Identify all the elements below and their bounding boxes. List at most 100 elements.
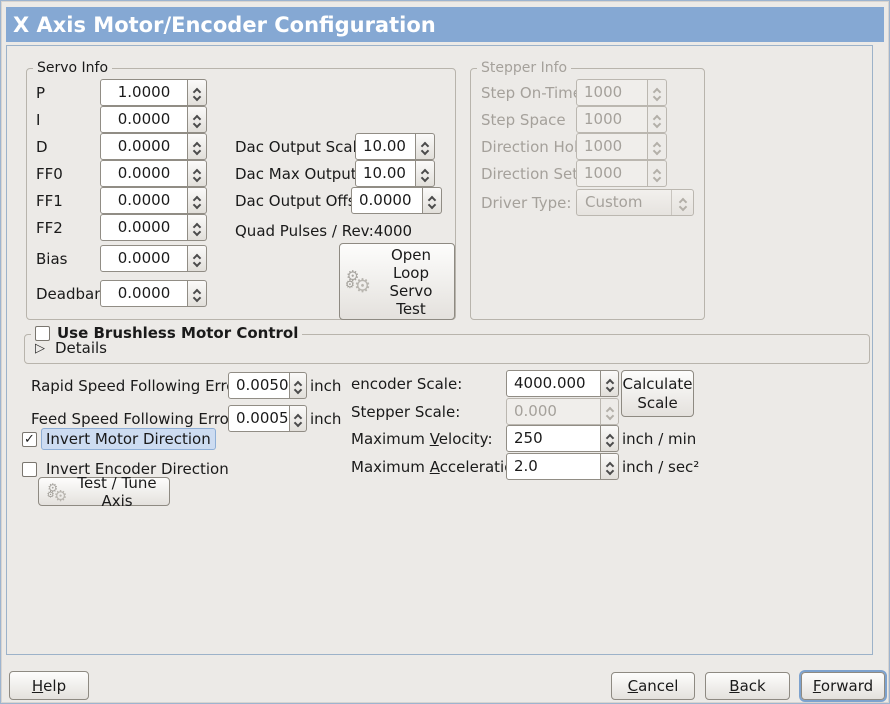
driver-type-label: Driver Type: <box>481 193 572 212</box>
step-space-label: Step Space <box>481 110 566 129</box>
feed-following-error-input[interactable]: 0.0005 <box>228 405 290 432</box>
feed-following-error-label: Feed Speed Following Error: <box>31 409 240 428</box>
calculate-scale-label: Calculate Scale <box>622 374 693 412</box>
i-input[interactable]: 0.0000 <box>100 106 188 133</box>
step-on-time-spin-buttons <box>648 79 667 106</box>
open-loop-servo-test-button[interactable]: ⚙ ⚙ ⚙ Open Loop Servo Test <box>339 243 455 320</box>
brushless-frame: Use Brushless Motor Control ▷ Details <box>24 325 870 364</box>
invert-encoder-direction-checkbox[interactable] <box>22 461 37 477</box>
stepper-scale-spin-buttons <box>601 398 619 425</box>
details-label: Details <box>55 339 108 357</box>
d-input[interactable]: 0.0000 <box>100 133 188 160</box>
details-expander[interactable]: ▷ Details <box>35 339 107 357</box>
dac-scale-spin-buttons[interactable] <box>416 133 435 160</box>
quad-pulses-value: 4000 <box>373 221 413 240</box>
direction-setup-spin-buttons <box>648 160 667 187</box>
i-label: I <box>36 110 41 129</box>
open-loop-servo-test-label: Open Loop Servo Test <box>389 245 433 318</box>
use-brushless-label: Use Brushless Motor Control <box>57 324 299 342</box>
stepper-scale-label: Stepper Scale: <box>351 402 461 421</box>
ff2-input[interactable]: 0.0000 <box>100 214 188 241</box>
rapid-following-error-label: Rapid Speed Following Error: <box>31 376 247 395</box>
encoder-scale-input[interactable]: 4000.000 <box>506 370 601 397</box>
stepper-scale-input: 0.000 <box>506 398 601 425</box>
direction-setup-input: 1000 <box>576 160 648 187</box>
invert-encoder-direction-label[interactable]: Invert Encoder Direction <box>46 460 229 478</box>
p-input[interactable]: 1.0000 <box>100 79 188 106</box>
ff2-spin-buttons[interactable] <box>188 214 207 241</box>
servo-info-frame: Servo Info P 1.0000 I 0.0000 D 0.0000 F <box>26 60 456 320</box>
dac-max-output-input[interactable]: 10.00 <box>355 160 416 187</box>
test-tune-axis-button[interactable]: ⚙ ⚙ ⚙ Test / Tune Axis <box>38 474 170 510</box>
help-button[interactable]: Help <box>9 671 89 700</box>
maximum-acceleration-input[interactable]: 2.0 <box>506 453 601 480</box>
p-label: P <box>36 83 46 102</box>
page-title: X Axis Motor/Encoder Configuration <box>13 12 436 37</box>
velocity-spin-buttons[interactable] <box>601 425 619 452</box>
gears-icon: ⚙ ⚙ ⚙ <box>345 266 372 297</box>
ff0-input[interactable]: 0.0000 <box>100 160 188 187</box>
dac-offset-spin-buttons[interactable] <box>423 187 442 214</box>
dac-output-scale-label: Dac Output Scale: <box>235 137 372 156</box>
calculate-scale-button[interactable]: Calculate Scale <box>621 370 694 417</box>
servo-info-legend: Servo Info <box>33 60 113 77</box>
direction-setup-label: Direction Setup <box>481 164 598 183</box>
ff1-label: FF1 <box>36 191 63 210</box>
maximum-velocity-input[interactable]: 250 <box>506 425 601 452</box>
brushless-legend: Use Brushless Motor Control <box>31 324 303 342</box>
bias-label: Bias <box>36 249 68 268</box>
p-spin-buttons[interactable] <box>188 79 207 106</box>
rapid-error-unit: inch <box>310 376 342 395</box>
dac-max-output-label: Dac Max Output: <box>235 164 362 183</box>
stepper-info-legend: Stepper Info <box>477 60 572 77</box>
encoder-scale-label: encoder Scale: <box>351 374 463 393</box>
direction-hold-input: 1000 <box>576 133 648 160</box>
ff0-label: FF0 <box>36 164 63 183</box>
feed-error-spin-buttons[interactable] <box>290 405 307 432</box>
rapid-following-error-input[interactable]: 0.0050 <box>228 372 290 399</box>
step-space-spin-buttons <box>648 106 667 133</box>
invert-motor-direction-checkbox[interactable]: ✓ <box>22 431 37 447</box>
dac-max-spin-buttons[interactable] <box>416 160 435 187</box>
ff2-label: FF2 <box>36 218 63 237</box>
stepper-info-frame: Stepper Info Step On-Time 1000 Step Spac… <box>470 60 705 320</box>
dac-output-offset-input[interactable]: 0.0000 <box>351 187 423 214</box>
test-tune-axis-label: Test / Tune Axis <box>77 473 157 510</box>
dac-output-offset-label: Dac Output Offset: <box>235 191 376 210</box>
quad-pulses-label: Quad Pulses / Rev: <box>235 221 374 240</box>
bias-spin-buttons[interactable] <box>188 245 207 272</box>
ff1-input[interactable]: 0.0000 <box>100 187 188 214</box>
invert-motor-direction-label[interactable]: Invert Motor Direction <box>41 428 216 450</box>
step-on-time-input: 1000 <box>576 79 648 106</box>
feed-error-unit: inch <box>310 409 342 428</box>
d-label: D <box>36 137 48 156</box>
cancel-button[interactable]: Cancel <box>611 672 695 700</box>
dac-output-scale-input[interactable]: 10.00 <box>355 133 416 160</box>
encoder-scale-spin-buttons[interactable] <box>601 370 619 397</box>
gears-icon: ⚙ ⚙ ⚙ <box>46 480 68 505</box>
use-brushless-checkbox[interactable] <box>35 326 50 341</box>
rapid-error-spin-buttons[interactable] <box>290 372 307 399</box>
ff1-spin-buttons[interactable] <box>188 187 207 214</box>
deadband-spin-buttons[interactable] <box>188 280 207 307</box>
ff0-spin-buttons[interactable] <box>188 160 207 187</box>
velocity-unit: inch / min <box>622 429 697 448</box>
maximum-velocity-label: Maximum Velocity: <box>351 429 493 448</box>
bias-input[interactable]: 0.0000 <box>100 245 188 272</box>
acceleration-unit: inch / sec² <box>622 457 700 476</box>
forward-button[interactable]: Forward <box>801 672 885 700</box>
i-spin-buttons[interactable] <box>188 106 207 133</box>
deadband-label: Deadband <box>36 284 114 303</box>
titlebar: X Axis Motor/Encoder Configuration <box>6 7 884 42</box>
driver-type-combobox: Custom <box>576 189 694 216</box>
step-space-input: 1000 <box>576 106 648 133</box>
acceleration-spin-buttons[interactable] <box>601 453 619 480</box>
content-area: Servo Info P 1.0000 I 0.0000 D 0.0000 F <box>6 45 873 655</box>
back-button[interactable]: Back <box>705 672 790 700</box>
d-spin-buttons[interactable] <box>188 133 207 160</box>
step-on-time-label: Step On-Time <box>481 83 582 102</box>
direction-hold-label: Direction Hold <box>481 137 588 156</box>
deadband-input[interactable]: 0.0000 <box>100 280 188 307</box>
direction-hold-spin-buttons <box>648 133 667 160</box>
